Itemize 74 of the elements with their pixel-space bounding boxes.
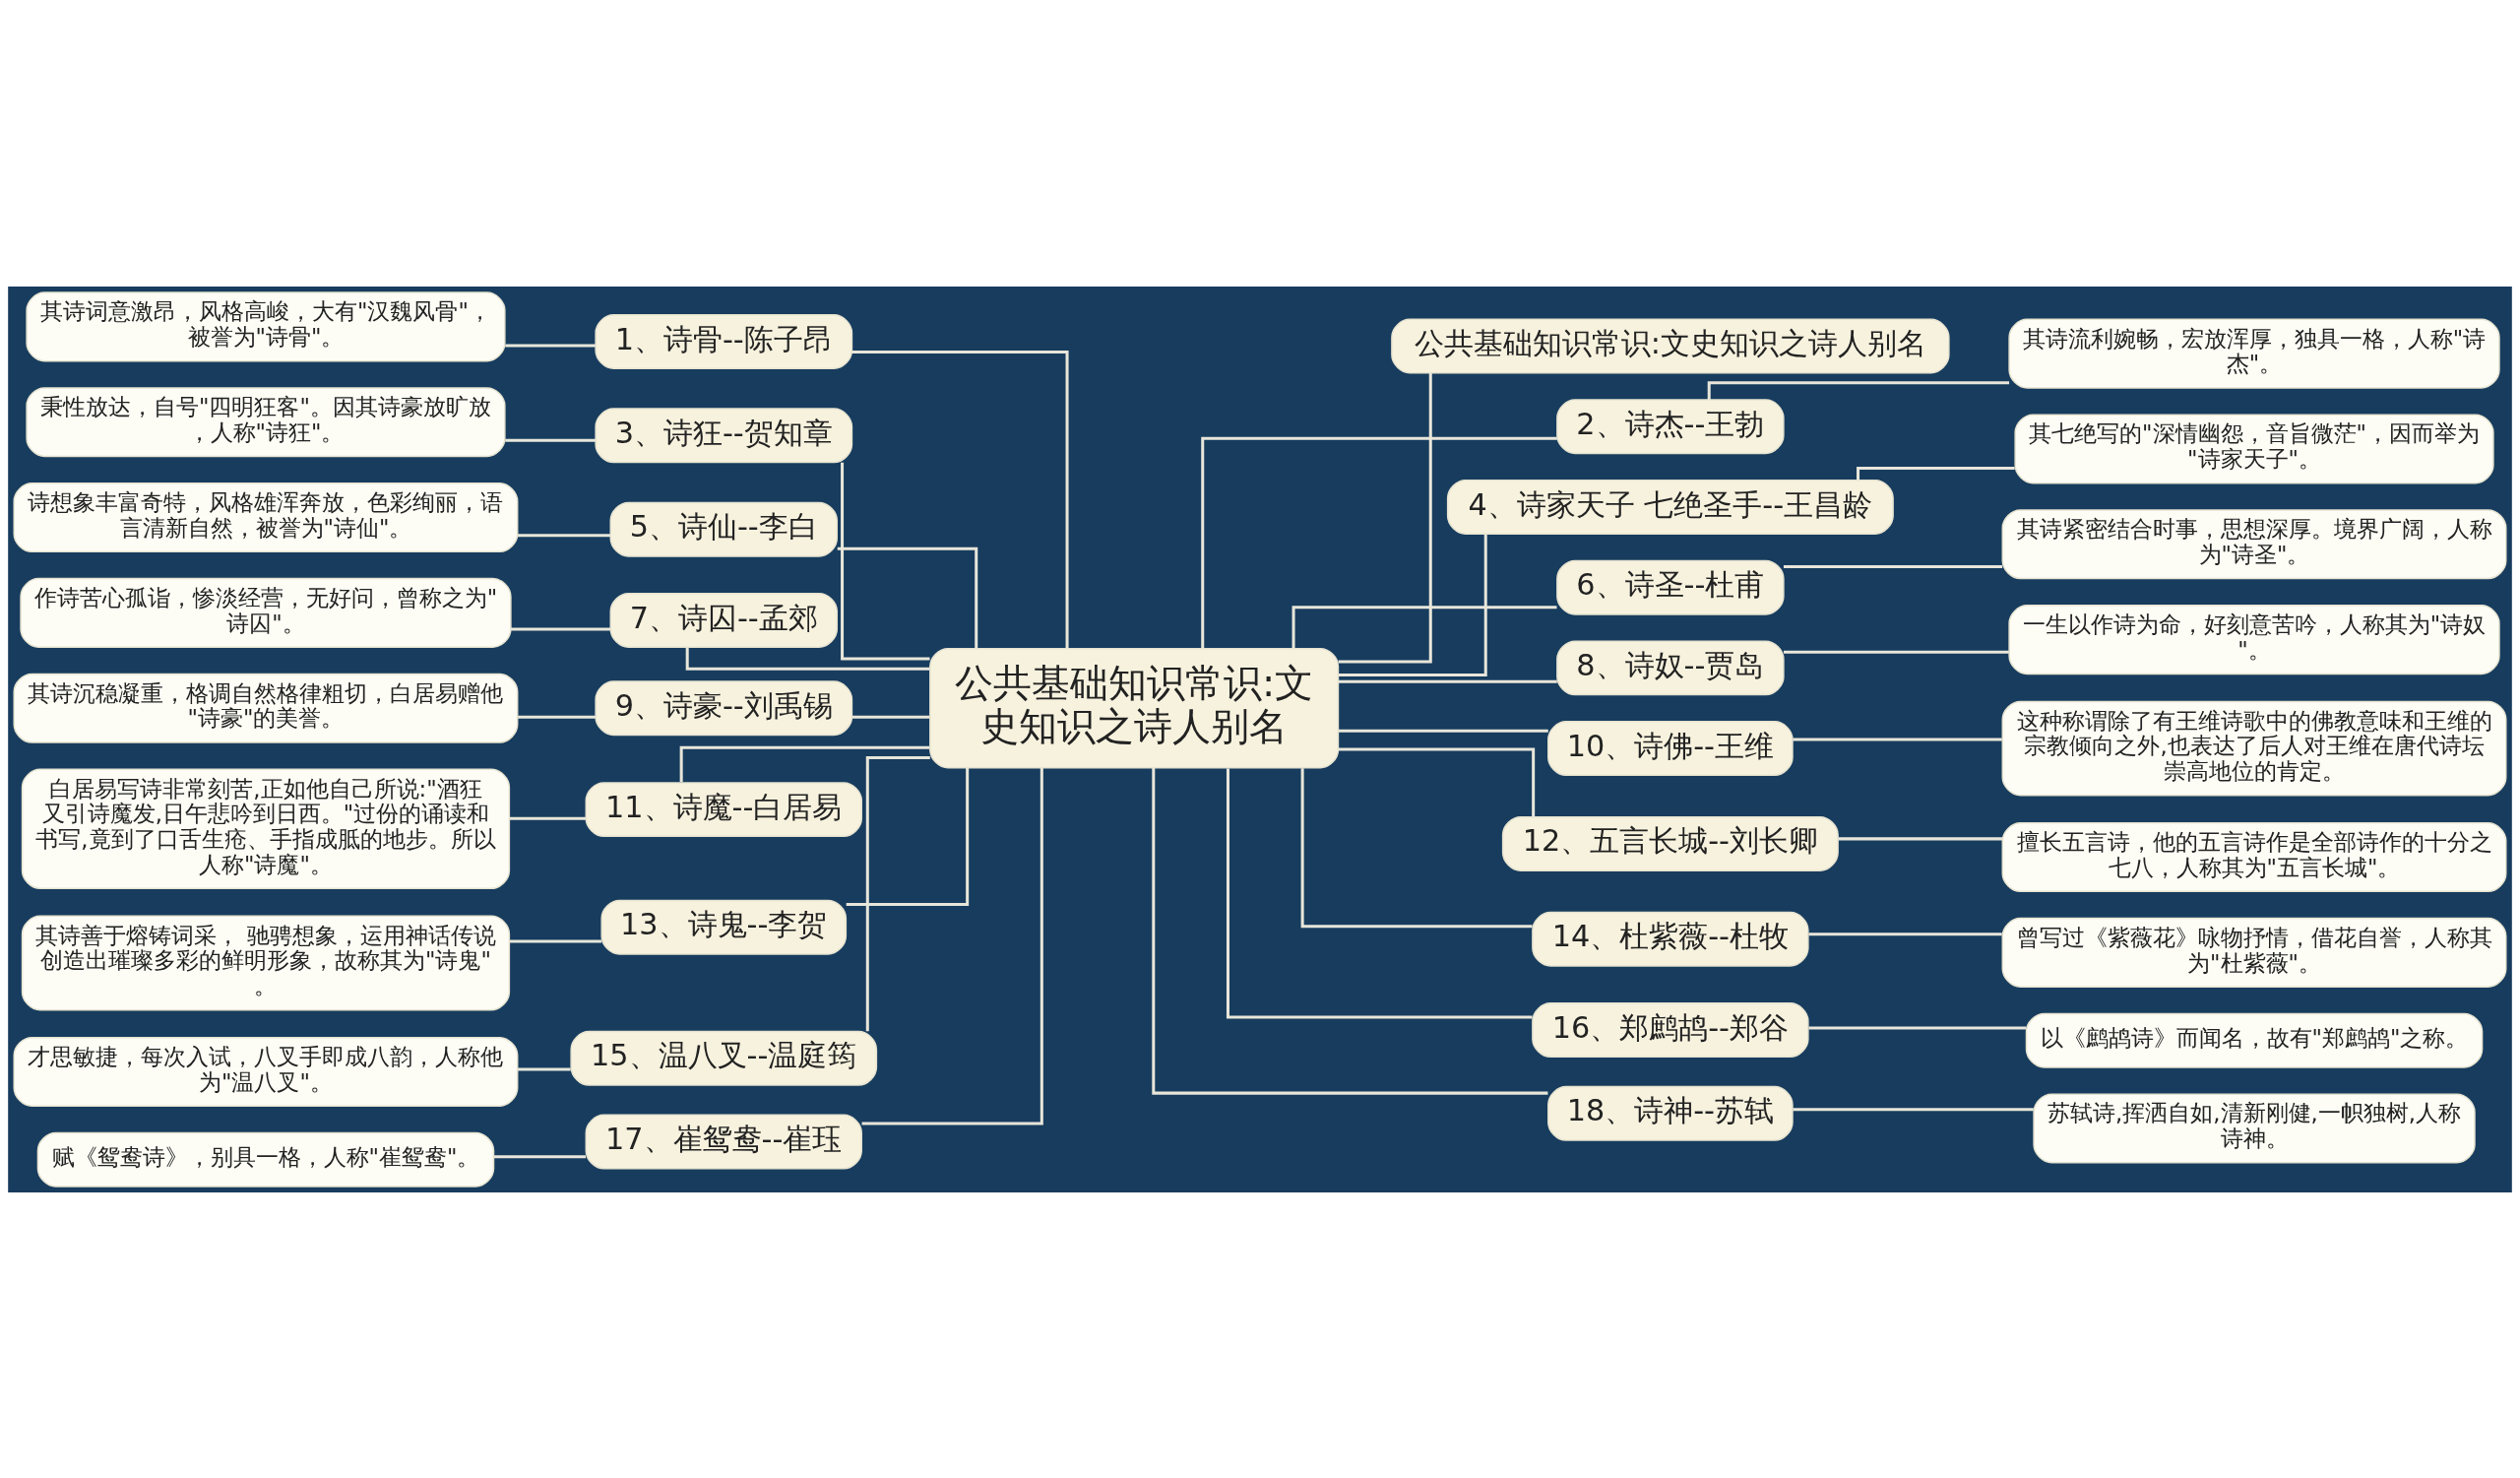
connector bbox=[1808, 1026, 2027, 1030]
connector bbox=[505, 344, 597, 348]
connector bbox=[1707, 380, 2010, 400]
connector bbox=[1338, 372, 1432, 664]
node-box: 赋《鸳鸯诗》，别具一格，人称"崔鸳鸯"。 bbox=[36, 1131, 495, 1188]
connector bbox=[1783, 564, 2003, 568]
connector bbox=[493, 1154, 586, 1158]
connector bbox=[1338, 533, 1487, 676]
node-box: 公共基础知识常识:文史知识之诗人别名 bbox=[929, 647, 1340, 768]
connector bbox=[851, 715, 930, 719]
connector bbox=[861, 767, 1043, 1125]
connector bbox=[1201, 436, 1557, 648]
connector bbox=[1793, 738, 2002, 740]
connector bbox=[1226, 767, 1533, 1018]
node-box: 诗想象丰富奇特，风格雄浑奔放，色彩绚丽，语言清新自然，被誉为"诗仙"。 bbox=[13, 482, 519, 552]
connector bbox=[1783, 650, 2009, 654]
connector bbox=[517, 1066, 571, 1070]
node-box: 5、诗仙--李白 bbox=[609, 501, 838, 557]
node-box: 7、诗囚--孟郊 bbox=[609, 592, 838, 648]
node-box: 其诗词意激昂，风格高峻，大有"汉魏风骨"，被誉为"诗骨"。 bbox=[26, 290, 506, 361]
node-box: 白居易写诗非常刻苦,正如他自己所说:"酒狂又引诗魔发,日午悲吟到日西。"过份的诵读和书写,竟到了口舌生疮、手指成胝的地步。所以人称"诗魔"。 bbox=[21, 768, 511, 889]
node-box: 其七绝写的"深情幽怨，音旨微茫"，因而举为"诗家天子"。 bbox=[2014, 413, 2494, 483]
node-box: 公共基础知识常识:文史知识之诗人别名 bbox=[1391, 318, 1950, 373]
node-box: 14、杜紫薇--杜牧 bbox=[1532, 911, 1809, 967]
node-box: 以《鹧鸪诗》而闻名，故有"郑鹧鸪"之称。 bbox=[2025, 1012, 2484, 1068]
connector bbox=[1857, 466, 2015, 481]
connector bbox=[851, 350, 1069, 649]
node-box: 9、诗豪--刘禹锡 bbox=[595, 679, 853, 736]
connector bbox=[1793, 1107, 2034, 1111]
node-box: 1、诗骨--陈子昂 bbox=[595, 313, 853, 369]
connector bbox=[841, 462, 930, 660]
node-box: 曾写过《紫薇花》咏物抒情，借花自誉，人称其为"杜紫薇"。 bbox=[2001, 917, 2507, 988]
node-box: 3、诗狂--贺知章 bbox=[595, 407, 853, 463]
node-box: 一生以作诗为命，好刻意苦吟，人称其为"诗奴"。 bbox=[2008, 604, 2500, 675]
node-box: 这种称谓除了有王维诗歌中的佛教意味和王维的宗教倾向之外,也表达了后人对王维在唐代诗坛崇高地位的肯定。 bbox=[2001, 700, 2507, 796]
connector bbox=[1838, 836, 2003, 840]
node-box: 6、诗圣--杜甫 bbox=[1556, 559, 1785, 615]
connector bbox=[518, 715, 597, 719]
connector bbox=[1338, 679, 1557, 683]
node-box: 其诗善于熔铸词采， 驰骋想象，运用神话传说创造出璀璨多彩的鲜明形象，故称其为"诗鬼"。 bbox=[21, 915, 511, 1010]
connector bbox=[509, 816, 586, 820]
node-box: 其诗紧密结合时事，思想深厚。境界广阔，人称为"诗圣"。 bbox=[2001, 508, 2507, 579]
connector bbox=[509, 939, 602, 943]
connector bbox=[1152, 767, 1548, 1095]
connector bbox=[510, 627, 611, 631]
node-box: 2、诗杰--王勃 bbox=[1556, 398, 1785, 454]
node-box: 其诗流利婉畅，宏放浑厚，独具一格，人称"诗杰"。 bbox=[2008, 318, 2500, 389]
connector bbox=[1338, 729, 1548, 733]
connector bbox=[505, 438, 597, 442]
node-box: 苏轼诗,挥洒自如,清新刚健,一帜独树,人称诗神。 bbox=[2033, 1092, 2476, 1163]
node-box: 18、诗神--苏轼 bbox=[1547, 1085, 1794, 1141]
node-box: 16、郑鹧鸪--郑谷 bbox=[1532, 1001, 1809, 1058]
node-box: 秉性放达，自号"四明狂客"。因其诗豪放旷放，人称"诗狂"。 bbox=[26, 386, 506, 457]
node-box: 17、崔鸳鸯--崔珏 bbox=[585, 1114, 862, 1170]
node-box: 12、五言长城--刘长卿 bbox=[1501, 815, 1839, 871]
connector bbox=[837, 546, 978, 648]
connector bbox=[846, 767, 970, 906]
node-box: 11、诗魔--白居易 bbox=[585, 781, 862, 837]
connector bbox=[517, 533, 611, 537]
node-box: 10、诗佛--王维 bbox=[1547, 720, 1794, 776]
connector bbox=[1808, 932, 2002, 935]
node-box: 15、温八叉--温庭筠 bbox=[570, 1030, 878, 1086]
node-box: 4、诗家天子 七绝圣手--王昌龄 bbox=[1446, 479, 1894, 535]
connector bbox=[1338, 746, 1536, 816]
connector bbox=[865, 755, 930, 1031]
node-box: 作诗苦心孤诣，惨淡经营，无好问，曾称之为"诗囚"。 bbox=[20, 577, 512, 648]
connector bbox=[1300, 767, 1533, 928]
connector bbox=[1292, 605, 1557, 648]
node-box: 才思敏捷，每次入试，八叉手即成八韵，人称他为"温八叉"。 bbox=[13, 1036, 519, 1107]
node-box: 擅长五言诗，他的五言诗作是全部诗作的十分之七八，人称其为"五言长城"。 bbox=[2001, 821, 2507, 892]
node-box: 13、诗鬼--李贺 bbox=[600, 899, 848, 955]
node-box: 其诗沉稳凝重，格调自然格律粗切，白居易赠他"诗豪"的美誉。 bbox=[13, 673, 519, 743]
connector bbox=[685, 647, 930, 671]
node-box: 8、诗奴--贾岛 bbox=[1556, 639, 1785, 695]
